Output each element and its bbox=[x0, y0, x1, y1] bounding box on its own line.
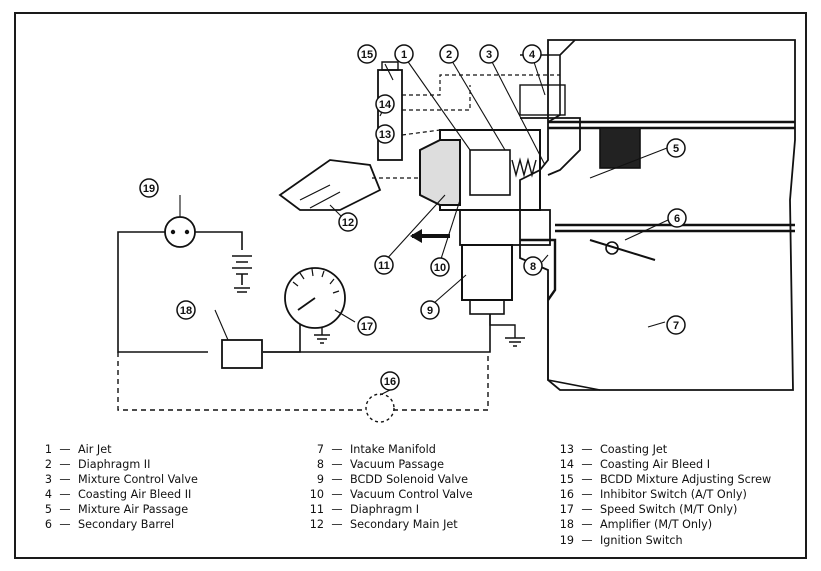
legend-column-3: 13—Coasting Jet 14—Coasting Air Bleed I … bbox=[552, 442, 771, 548]
svg-text:14: 14 bbox=[379, 99, 392, 111]
diagram-frame bbox=[14, 12, 807, 559]
solenoid-ground-wire bbox=[489, 314, 525, 347]
legend-item: 5—Mixture Air Passage bbox=[44, 503, 189, 517]
legend-item: 13—Coasting Jet bbox=[559, 443, 668, 456]
callout-8: 8 bbox=[523, 256, 543, 276]
amplifier-box bbox=[221, 339, 263, 369]
parts-legend: 1—Air Jet 2—Diaphragm II 3—Mixture Contr… bbox=[30, 442, 800, 554]
amplifier-to-solenoid-wire bbox=[263, 314, 491, 353]
svg-text:10: 10 bbox=[434, 262, 446, 274]
bcdd-solenoid-valve bbox=[461, 244, 513, 301]
diaphragm-ii-chamber bbox=[469, 149, 511, 196]
intake-manifold-wall bbox=[547, 280, 601, 391]
svg-text:13: 13 bbox=[379, 129, 391, 141]
svg-text:18: 18 bbox=[180, 305, 192, 317]
callout-15: 15 bbox=[357, 44, 377, 64]
coasting-air-bleed-block bbox=[519, 84, 566, 116]
callout-12: 12 bbox=[338, 212, 358, 232]
callout-4: 4 bbox=[522, 44, 542, 64]
callout-13: 13 bbox=[375, 124, 395, 144]
amplifier-to-gauge-wire bbox=[263, 318, 301, 353]
legend-item: 7—Intake Manifold bbox=[316, 443, 436, 456]
coasting-passages-dashed bbox=[401, 74, 560, 136]
secondary-main-jet bbox=[278, 159, 382, 211]
legend-item: 4—Coasting Air Bleed II bbox=[44, 488, 192, 502]
callout-9: 9 bbox=[420, 300, 440, 320]
secondary-barrel-walls bbox=[548, 120, 795, 233]
legend-item: 2—Diaphragm II bbox=[44, 458, 151, 472]
svg-text:17: 17 bbox=[361, 321, 373, 333]
callout-1: 1 bbox=[394, 44, 414, 64]
callout-6: 6 bbox=[667, 208, 687, 228]
adjusting-screw-body bbox=[377, 69, 403, 161]
legend-item: 10—Vacuum Control Valve bbox=[309, 488, 473, 502]
callout-7: 7 bbox=[666, 315, 686, 335]
legend-item: 19—Ignition Switch bbox=[559, 533, 683, 547]
legend-item: 17—Speed Switch (M/T Only) bbox=[559, 503, 738, 517]
svg-text:15: 15 bbox=[361, 49, 373, 61]
callout-3: 3 bbox=[479, 44, 499, 64]
svg-text:2: 2 bbox=[446, 49, 452, 61]
callout-16: 16 bbox=[380, 371, 400, 391]
svg-text:1: 1 bbox=[401, 49, 407, 61]
throttle-shaft bbox=[589, 239, 656, 261]
legend-item: 11—Diaphragm I bbox=[309, 503, 420, 517]
legend-item: 3—Mixture Control Valve bbox=[44, 473, 198, 487]
battery-symbol bbox=[232, 255, 252, 293]
secondary-barrel-block bbox=[599, 127, 641, 169]
callout-10: 10 bbox=[430, 257, 450, 277]
svg-text:9: 9 bbox=[427, 305, 433, 317]
screw-head bbox=[381, 61, 399, 71]
svg-text:16: 16 bbox=[384, 376, 396, 388]
svg-text:5: 5 bbox=[673, 143, 679, 155]
legend-item: 16—Inhibitor Switch (A/T Only) bbox=[559, 488, 747, 502]
gauge-needle bbox=[297, 297, 316, 311]
ignition-switch bbox=[164, 216, 196, 248]
legend-item: 12—Secondary Main Jet bbox=[309, 518, 458, 532]
vacuum-passage bbox=[520, 238, 557, 301]
legend-item: 15—BCDD Mixture Adjusting Screw bbox=[559, 473, 772, 487]
inhibitor-switch-dashed-circuit bbox=[117, 352, 489, 411]
svg-text:19: 19 bbox=[143, 183, 155, 195]
callout-2: 2 bbox=[439, 44, 459, 64]
legend-item: 1—Air Jet bbox=[44, 443, 112, 456]
legend-item: 6—Secondary Barrel bbox=[44, 518, 175, 532]
legend-column-2: 7—Intake Manifold 8—Vacuum Passage 9—BCD… bbox=[302, 442, 473, 533]
solenoid-base bbox=[469, 299, 505, 315]
svg-text:12: 12 bbox=[342, 217, 354, 229]
legend-item: 8—Vacuum Passage bbox=[316, 458, 445, 472]
legend-item: 14—Coasting Air Bleed I bbox=[559, 458, 711, 472]
callout-5: 5 bbox=[666, 138, 686, 158]
inhibitor-switch bbox=[365, 393, 395, 423]
callout-11: 11 bbox=[374, 255, 394, 275]
legend-item: 18—Amplifier (M/T Only) bbox=[559, 518, 713, 532]
callout-19: 19 bbox=[139, 178, 159, 198]
callout-18: 18 bbox=[176, 300, 196, 320]
callout-14: 14 bbox=[375, 94, 395, 114]
throttle-shaft-pivot bbox=[605, 241, 619, 255]
svg-text:8: 8 bbox=[530, 261, 536, 273]
mixture-control-spring bbox=[511, 157, 537, 178]
svg-text:7: 7 bbox=[673, 320, 679, 332]
svg-text:4: 4 bbox=[529, 49, 536, 61]
svg-text:6: 6 bbox=[674, 213, 680, 225]
diaphragm-housing bbox=[419, 139, 461, 206]
carburetor-body-outline bbox=[519, 39, 796, 391]
callout-17: 17 bbox=[357, 316, 377, 336]
mixture-air-passage bbox=[520, 117, 581, 176]
svg-text:11: 11 bbox=[378, 260, 390, 272]
ignition-circuit-wire bbox=[117, 231, 243, 353]
legend-column-1: 1—Air Jet 2—Diaphragm II 3—Mixture Contr… bbox=[30, 442, 198, 533]
svg-text:3: 3 bbox=[486, 49, 492, 61]
legend-item: 9—BCDD Solenoid Valve bbox=[316, 473, 468, 487]
